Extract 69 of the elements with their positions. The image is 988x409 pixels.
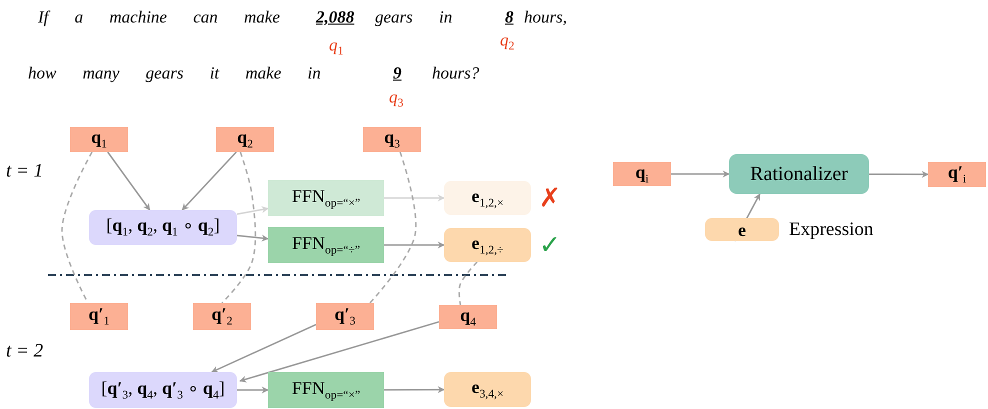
question-text: hours, [524,8,567,28]
math-label: q$_{3}$ [384,128,400,151]
math-label: Rationalizer [750,164,848,184]
math-label: [q′$_{3}$, q$_{4}$, q′$_{3}$ ∘ q$_{4}$] [101,378,225,402]
expression-box [444,372,531,407]
math-label: FFN$_{op=“÷”}$ [292,234,360,256]
arrow [384,194,445,202]
vector-box [928,162,986,187]
arrow [671,170,730,178]
arrow [211,324,316,373]
math-label: e$_{1,2,×}$ [471,186,504,210]
check-mark: ✓ [539,230,561,260]
cross-mark: ✗ [539,182,561,214]
arrow [384,242,445,248]
vector-box [193,303,251,330]
ffn-box [268,227,384,263]
math-label: e$_{3,4,×}$ [471,378,504,401]
concat-box [89,210,237,245]
arrow [107,152,150,211]
question-text: gears in [375,8,452,28]
step-label: t = 2 [6,342,44,362]
quantity-marker: q$_{3}$ [389,88,404,110]
math-label: q$_{4}$ [460,306,476,328]
rationalizer-box [729,154,869,194]
dashed-link [458,261,478,306]
math-label: q′$_{2}$ [212,305,232,328]
vector-box [439,305,497,329]
arrow [182,151,237,211]
step-label: t = 1 [6,162,44,182]
ffn-box [268,180,384,216]
question-text: hours? [432,64,480,84]
vector-box [316,303,374,330]
math-label: e [738,220,746,238]
math-label: FFN$_{op=“×”}$ [292,378,360,402]
math-label: e$_{1,2,÷}$ [472,234,504,256]
ffn-box [268,372,384,408]
quantity-number: 2,088 [316,8,354,28]
math-label: q′$_{3}$ [334,305,356,328]
math-label: [q$_{1}$, q$_{2}$, q$_{1}$ ∘ q$_{2}$] [106,216,220,239]
concat-box [89,372,237,408]
arrow [384,386,445,394]
expression-box [444,228,531,262]
vector-box [70,127,128,152]
quantity-marker: q$_{2}$ [500,31,514,53]
math-label: q$_{1}$ [91,128,107,151]
dashed-link [369,152,417,304]
arrow [869,170,929,178]
expression-box [444,181,531,215]
math-label: FFN$_{op=“×”}$ [292,186,360,210]
dashed-link [221,152,256,304]
expression-box [705,218,779,241]
math-label: q′$_{1}$ [88,305,110,328]
arrow [237,386,269,394]
math-label: q′$_{i}$ [948,163,966,186]
arrow [239,321,440,383]
vector-box [363,127,421,152]
quantity-number: 8 [505,8,514,28]
quantity-number: 9 [393,64,402,84]
arrow [236,234,269,242]
vector-box [216,127,274,152]
legend-text: Expression [789,218,874,240]
math-label: q$_{i}$ [635,162,649,186]
vector-box [613,162,671,186]
math-label: q$_{2}$ [237,128,253,151]
quantity-marker: q$_{1}$ [329,36,344,58]
question-text: how many gears it make in [28,64,321,84]
question-text: If a machine can make [38,8,280,28]
vector-box [70,303,128,330]
arrow [236,206,269,215]
